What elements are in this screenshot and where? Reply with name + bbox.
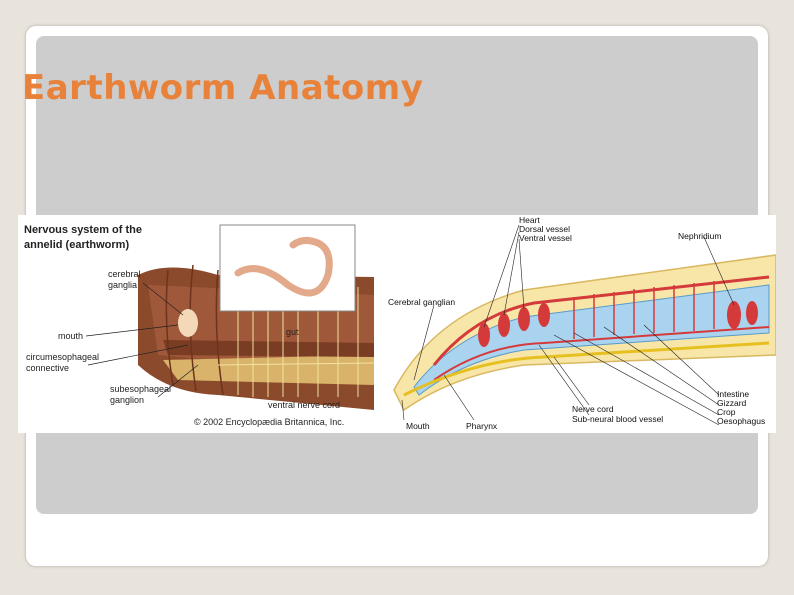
label-gut: gut <box>286 327 299 337</box>
label-sub-neural: Sub-neural blood vessel <box>572 414 663 424</box>
label-pharynx: Pharynx <box>466 421 498 431</box>
slide-title: Earthworm Anatomy <box>22 68 423 108</box>
label-mouth-right: Mouth <box>406 421 430 431</box>
label-nephridium: Nephridium <box>678 231 721 241</box>
copyright-text: © 2002 Encyclopædia Britannica, Inc. <box>194 417 344 427</box>
label-ventral-vessel: Ventral vessel <box>519 233 572 243</box>
label-nerve-cord: Nerve cord <box>572 404 614 414</box>
heading-line-2: annelid (earthworm) <box>24 239 129 251</box>
heading-line-1: Nervous system of the <box>24 224 142 236</box>
label-cerebral-1: cerebral <box>108 269 141 279</box>
label-cerebral-2: ganglia <box>108 280 137 290</box>
label-oesophagus: Oesophagus <box>717 416 765 426</box>
internal-anatomy-figure: Heart Dorsal vessel Ventral vessel Nephr… <box>374 215 776 433</box>
internal-anatomy-illustration: Heart Dorsal vessel Ventral vessel Nephr… <box>374 215 776 433</box>
label-cerebral-ganglion: Cerebral ganglian <box>388 297 455 307</box>
label-circum-2: connective <box>26 363 69 373</box>
label-circum-1: circumesophageal <box>26 352 99 362</box>
label-subesophageal-2: ganglion <box>110 395 144 405</box>
nervous-system-figure: Nervous system of the annelid (earthworm… <box>18 215 374 433</box>
label-subesophageal-1: subesophageal <box>110 384 171 394</box>
label-mouth: mouth <box>58 331 83 341</box>
nervous-system-illustration: Nervous system of the annelid (earthworm… <box>18 215 374 433</box>
label-ventral-nerve-cord: ventral nerve cord <box>268 400 340 410</box>
